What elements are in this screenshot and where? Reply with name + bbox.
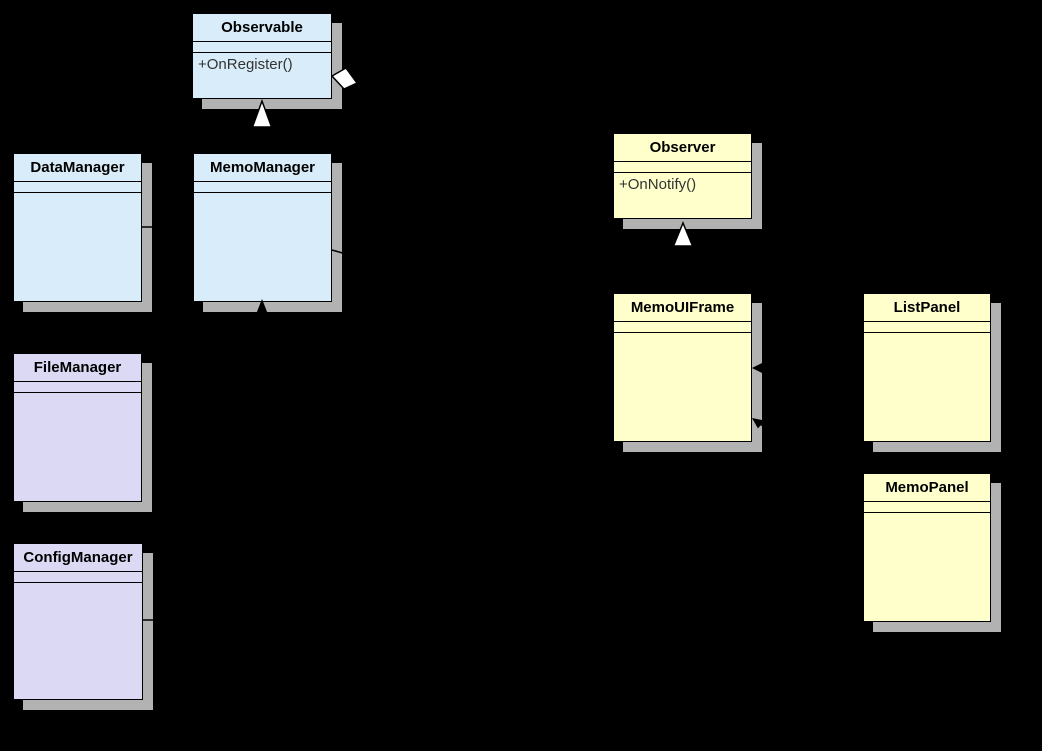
operations-compartment <box>864 513 990 621</box>
aggregation-observable-observer[interactable] <box>330 67 614 177</box>
hollow-diamond-icon <box>330 67 359 90</box>
operation-label: +OnRegister() <box>198 56 293 73</box>
class-box-listpanel[interactable]: ListPanel <box>863 293 991 442</box>
class-box-memopanel[interactable]: MemoPanel <box>863 473 991 622</box>
attributes-compartment <box>864 502 990 513</box>
operations-compartment <box>14 393 141 501</box>
operations-compartment <box>864 333 990 441</box>
association-listpanel-memouiframe[interactable] <box>752 362 863 374</box>
class-title: Observable <box>193 14 331 42</box>
hollow-triangle-icon <box>672 221 694 247</box>
class-box-memouiframe[interactable]: MemoUIFrame <box>613 293 752 442</box>
class-title: ListPanel <box>864 294 990 322</box>
operation-label: +OnNotify() <box>619 176 697 193</box>
class-title: DataManager <box>14 154 141 182</box>
class-title: Observer <box>614 134 751 162</box>
attributes-compartment <box>193 42 331 53</box>
class-box-memomanager[interactable]: MemoManager <box>193 153 332 302</box>
generalization-memouiframe-observer[interactable] <box>672 221 694 293</box>
operations-compartment <box>14 583 142 699</box>
operations-compartment: +OnNotify() <box>614 173 751 218</box>
class-title: MemoUIFrame <box>614 294 751 322</box>
attributes-compartment <box>614 162 751 173</box>
class-box-configmanager[interactable]: ConfigManager <box>13 543 143 700</box>
class-title: ConfigManager <box>14 544 142 572</box>
operations-compartment: +OnRegister() <box>193 53 331 98</box>
class-title: MemoPanel <box>864 474 990 502</box>
generalization-memomanager-observable[interactable] <box>251 98 273 153</box>
class-title: MemoManager <box>194 154 331 182</box>
attributes-compartment <box>194 182 331 193</box>
attributes-compartment <box>14 182 141 193</box>
association-configmanager-memomanager[interactable] <box>143 299 268 621</box>
attributes-compartment <box>14 572 142 583</box>
association-memomanager-memouiframe[interactable] <box>331 249 614 331</box>
attributes-compartment <box>14 382 141 393</box>
class-title: FileManager <box>14 354 141 382</box>
operations-compartment <box>14 193 141 301</box>
class-box-observable[interactable]: Observable +OnRegister() <box>192 13 332 99</box>
association-memopanel-memouiframe[interactable] <box>752 418 864 498</box>
class-box-datamanager[interactable]: DataManager <box>13 153 142 302</box>
hollow-triangle-icon <box>251 98 273 128</box>
class-box-filemanager[interactable]: FileManager <box>13 353 142 502</box>
class-box-observer[interactable]: Observer +OnNotify() <box>613 133 752 219</box>
operations-compartment <box>614 333 751 441</box>
filled-arrow-icon <box>752 362 763 374</box>
attributes-compartment <box>864 322 990 333</box>
attributes-compartment <box>614 322 751 333</box>
filled-arrow-icon <box>752 418 765 429</box>
operations-compartment <box>194 193 331 301</box>
